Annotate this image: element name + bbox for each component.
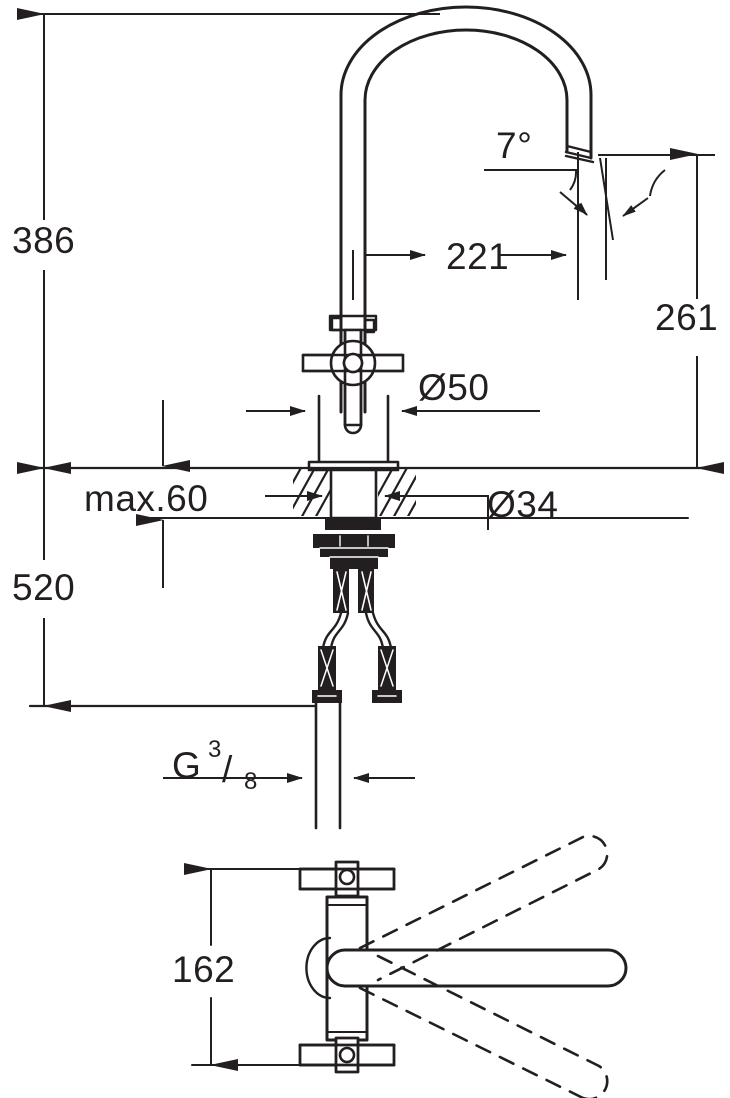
under-counter-fixing [313,518,395,613]
label-thread-numerator: 3 [208,736,221,763]
dim-d34 [420,495,489,530]
label-angle-7deg: 7° [496,125,532,166]
fixing-detail-lines [319,535,389,611]
dim-7deg [484,157,666,280]
plan-handle-top [298,860,396,898]
label-supply-520: 520 [12,567,75,608]
label-spout-height-261: 261 [655,297,718,338]
cross-handle [301,328,405,435]
front-elevation-view [28,5,717,830]
dim-221 [352,152,579,300]
dim-d50 [246,396,540,420]
countertop-line [28,466,717,519]
top-plan-view [184,834,628,1098]
dim-261 [598,148,724,474]
plan-handle-bottom [298,1036,396,1074]
plan-spout-solid [325,948,628,988]
label-thread-denominator: 8 [244,768,257,795]
label-height-386: 386 [12,220,75,261]
label-counter-max60: max.60 [84,478,208,519]
connector-detail [317,649,397,697]
label-thread-letter: G [172,745,201,786]
flexible-hoses [321,611,393,650]
plan-spout-swivel-upper [358,834,609,982]
dimension-labels: 386 520 221 261 7° Ø50 Ø34 max.60 162 G … [12,125,718,990]
label-escutcheon-d50: Ø50 [418,367,489,408]
label-thread-slash: / [222,749,233,790]
dim-162 [184,863,331,1071]
supply-pipe [314,701,342,830]
label-plan-162: 162 [172,949,235,990]
label-shank-d34: Ø34 [487,484,558,525]
plan-spout-swivel-lower [358,954,609,1098]
plan-body-arc [305,936,332,1000]
dimension-lines [17,8,724,783]
mounting-shank [329,468,378,520]
label-reach-221: 221 [446,236,509,277]
label-thread-g38: G 3 / 8 [172,736,257,795]
spout-tube [339,5,595,332]
